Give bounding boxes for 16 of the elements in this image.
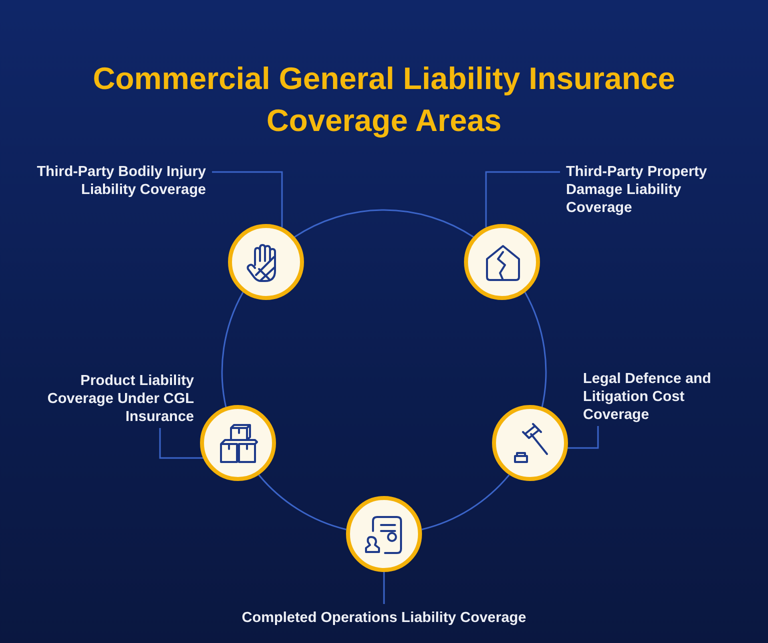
coverage-label: Completed Operations Liability Coverage xyxy=(184,609,584,627)
coverage-label: Legal Defence and Litigation Cost Coverage xyxy=(583,370,733,424)
leader-line xyxy=(567,426,599,449)
leader-line xyxy=(159,428,204,459)
ring-arc xyxy=(524,292,547,408)
coverage-label: Product Liability Coverage Under CGL Insurance xyxy=(44,372,194,426)
leader-line xyxy=(212,171,283,228)
leader-line xyxy=(485,171,560,228)
ring-arc xyxy=(421,474,510,530)
coverage-label: Third-Party Property Damage Liability Coverage xyxy=(566,163,736,217)
ring-arc xyxy=(258,474,347,530)
title: Commercial General Liability Insurance Coverage Areas xyxy=(92,60,676,140)
leader-line xyxy=(383,572,385,604)
coverage-label: Third-Party Bodily Injury Liability Coverage xyxy=(36,163,206,199)
ring-arc xyxy=(294,209,474,238)
ring-arc xyxy=(221,292,244,408)
